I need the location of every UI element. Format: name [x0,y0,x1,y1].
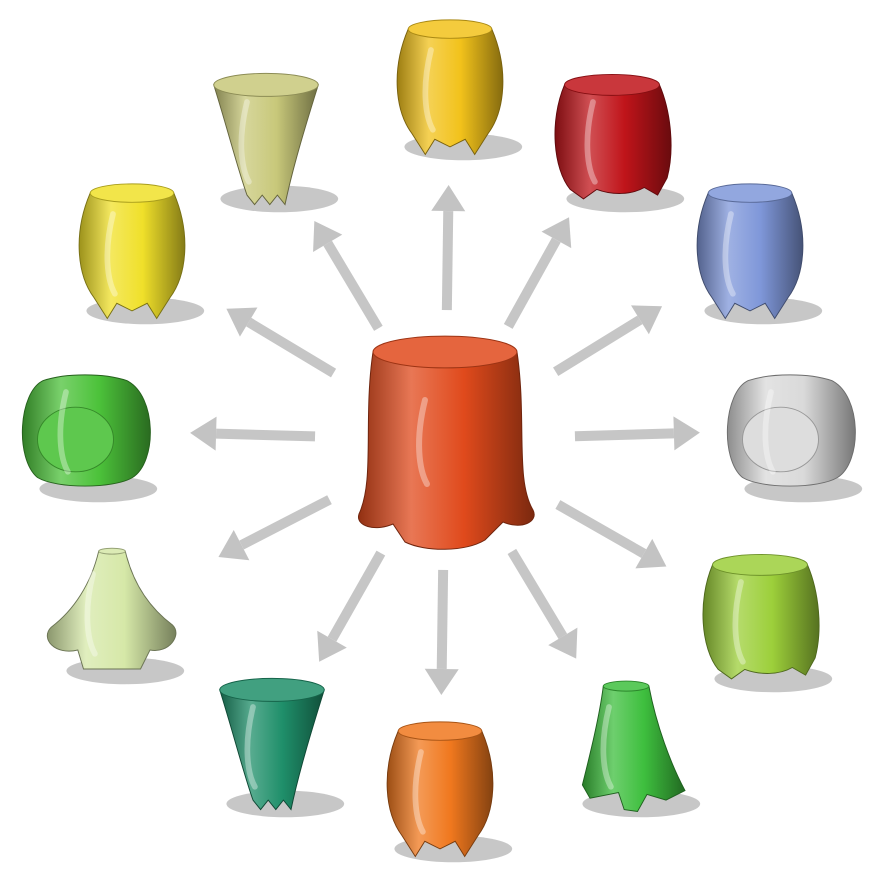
variant-teal [220,678,344,817]
variant-orange [387,722,512,862]
variant-yellow-top [397,20,522,160]
variant-green-cone [582,681,700,817]
variant-blue [697,184,822,324]
variant-yellow [79,184,204,324]
base-stool [358,336,534,549]
variant-lime [703,554,832,692]
stools-group [22,20,862,862]
variant-pale-green [47,548,184,684]
variant-red [555,74,684,212]
variant-white [727,375,862,502]
variant-green [22,375,157,502]
variant-olive [214,73,338,212]
